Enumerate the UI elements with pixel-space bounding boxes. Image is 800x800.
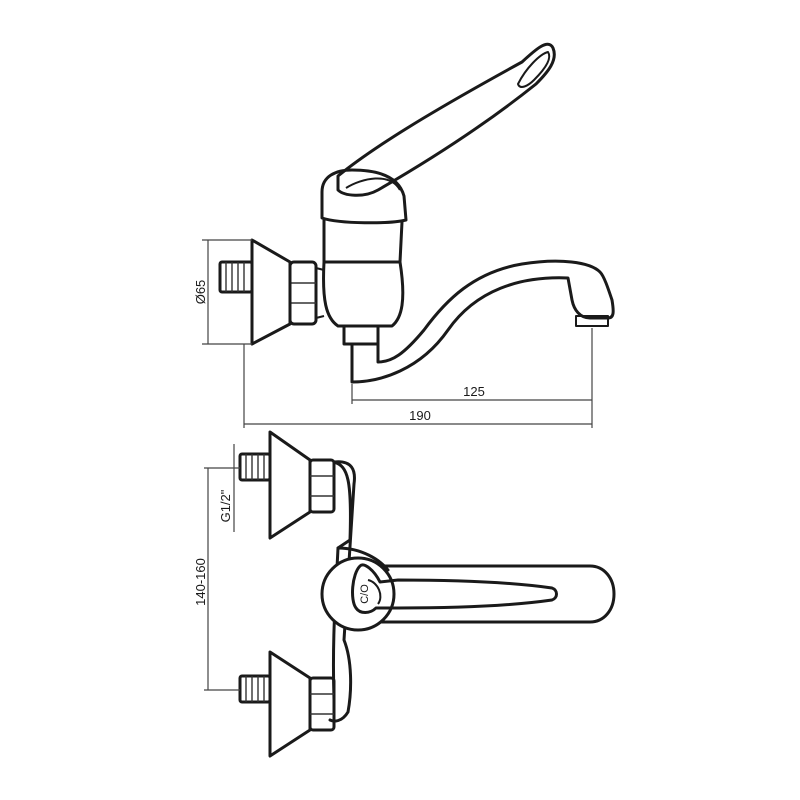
centers-label: 140-160 bbox=[193, 558, 208, 606]
spout-reach-label: 125 bbox=[463, 384, 485, 399]
swivel-collar bbox=[342, 324, 380, 346]
side-dimensions: Ø65 125 190 bbox=[193, 239, 593, 428]
lever-handle bbox=[336, 42, 556, 197]
diameter-label: Ø65 bbox=[193, 280, 208, 305]
mixer-body bbox=[322, 218, 404, 264]
top-dimensions: G1/2" 140-160 bbox=[193, 444, 240, 691]
hot-cold-mark: C/O bbox=[359, 584, 371, 604]
lower-inlet bbox=[238, 650, 336, 758]
overall-length-label: 190 bbox=[409, 408, 431, 423]
cartridge-cap bbox=[320, 168, 408, 225]
top-lever bbox=[351, 563, 558, 614]
top-view: C/O bbox=[238, 430, 616, 758]
eccentric-connector-side bbox=[218, 260, 254, 294]
upper-inlet bbox=[238, 430, 336, 540]
side-view bbox=[218, 42, 615, 384]
wall-cone-side bbox=[250, 238, 292, 346]
spout bbox=[350, 259, 615, 384]
top-spout bbox=[376, 564, 616, 624]
hex-nut-side bbox=[288, 260, 325, 326]
thread-label: G1/2" bbox=[218, 489, 233, 522]
